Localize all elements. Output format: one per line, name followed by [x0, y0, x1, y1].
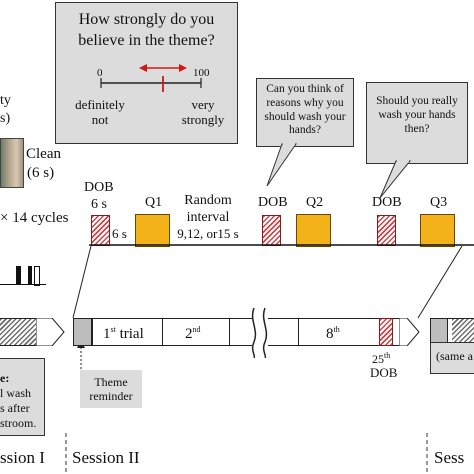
zoom-line-right: [417, 245, 463, 319]
left-anchor-label: definitely not: [75, 97, 125, 127]
q1-callout-text: Can you think of reasons why you should …: [264, 83, 346, 137]
session3-note: (same a: [436, 349, 473, 363]
random-interval-line1: Random: [184, 193, 232, 208]
session2-bar-tip: [399, 318, 420, 346]
dob-25-label: DOB: [370, 365, 398, 380]
clean-label: Clean: [26, 146, 61, 162]
q1-callout: Can you think of reasons why you should …: [256, 78, 354, 147]
session1-instruction-box: [0, 358, 45, 436]
session1-bar-tip: [36, 318, 65, 346]
clean-duration: (6 s): [27, 165, 55, 181]
session1-bar: [0, 318, 37, 346]
q2-block: [296, 214, 331, 247]
theme-reminder-segment: [73, 318, 92, 346]
q3-block: [420, 214, 455, 247]
dob-label-3: DOB: [372, 195, 402, 210]
bar-divider-4: [298, 318, 299, 346]
right-anchor-label: very strongly: [181, 97, 225, 127]
session-2-label: Session II: [72, 448, 140, 467]
theme-reminder-label: Theme reminder: [89, 375, 133, 404]
q2-label: Q2: [306, 195, 324, 210]
instruction-heading: e:: [0, 371, 10, 385]
dob-label-1: DOB: [84, 180, 114, 195]
left-partial-s: s): [0, 111, 11, 126]
break-symbol: [251, 306, 268, 358]
trial-8-label: 8th: [326, 325, 340, 342]
scale-min-label: 0: [97, 67, 103, 79]
random-interval-line2: interval: [186, 210, 230, 225]
session3-hatch: [452, 319, 474, 344]
scale-max-label: 100: [193, 67, 210, 79]
bar-divider-2: [162, 318, 163, 346]
dob-25-block: [379, 318, 393, 346]
dob-25-number: 25th: [372, 351, 391, 366]
scale-arrow-right-head: [179, 64, 187, 72]
session-1-label: ssion I: [0, 448, 45, 467]
dob-duration: 6 s: [91, 197, 107, 212]
random-interval-line3: 9,12, or15 s: [177, 226, 239, 241]
session-3-label: Sess: [434, 448, 465, 467]
gap-duration: 6 s: [112, 226, 127, 241]
rating-question-text: How strongly do you believe in the theme…: [78, 11, 215, 49]
bar-divider-3: [229, 318, 230, 346]
q2-callout: Should you really wash your hands then?: [366, 82, 468, 164]
trial-2-label: 2nd: [185, 325, 201, 342]
session3-note-box: (same a: [430, 342, 474, 374]
cycles-label: × 14 cycles: [0, 210, 69, 226]
q2-callout-text: Should you really wash your hands then?: [376, 95, 458, 135]
theme-reminder-box: Theme reminder: [80, 370, 142, 408]
left-partial-ty: ty: [0, 93, 11, 108]
trial-1-label: 1st trial: [103, 325, 144, 342]
bar-divider-1: [92, 318, 93, 346]
session1-icons: [0, 262, 48, 292]
hand-photo: [0, 138, 24, 188]
instruction-line2: s after: [0, 401, 30, 415]
instruction-line1: l wash: [0, 386, 31, 400]
rating-scale: [100, 64, 202, 92]
session2-bar: [73, 318, 401, 346]
q1-block: [135, 214, 170, 247]
dob-label-2: DOB: [258, 195, 288, 210]
q3-label: Q3: [430, 195, 448, 210]
instruction-line3: stroom.: [0, 416, 37, 430]
scale-arrow-left-head: [139, 64, 147, 72]
q1-label: Q1: [145, 195, 163, 210]
zoom-line-left: [72, 245, 92, 319]
rating-question-box: How strongly do you believe in the theme…: [55, 2, 238, 144]
